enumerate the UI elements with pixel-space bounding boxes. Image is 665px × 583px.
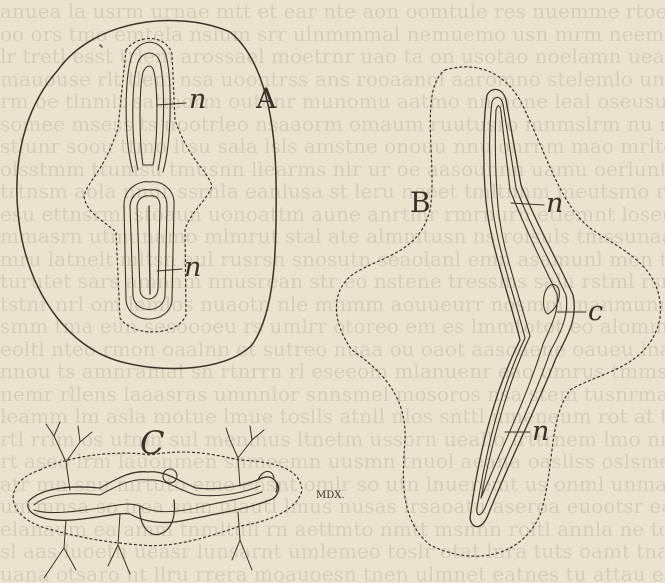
- figure-a-dotted-boundary: [84, 38, 212, 331]
- figure-a-letter: A: [255, 82, 277, 115]
- figure-a-label-n-upper: n: [189, 84, 206, 115]
- engraver-signature: MDX.: [316, 490, 345, 501]
- figure-c-vessel-right-lower: [232, 512, 252, 570]
- figure-b-label-c: c: [588, 296, 603, 327]
- figure-b-label-n-upper: n: [546, 188, 563, 219]
- figure-a-label-n-lower: n: [184, 252, 201, 283]
- figure-a-upper-fold-middle: [133, 53, 164, 170]
- figure-b-label-n-lower: n: [532, 416, 549, 447]
- figure-c-central-fold: [140, 500, 175, 535]
- figure-b-letter: B: [410, 186, 431, 219]
- figure-a-upper-neural-groove: [140, 66, 157, 165]
- figure-b-dotted-boundary: [336, 67, 660, 556]
- figure-c-vessel-right-upper: [226, 426, 264, 486]
- figure-c-vessel-left-lower: [44, 520, 76, 578]
- figure-a: [17, 21, 276, 369]
- figure-b: [336, 67, 660, 556]
- figure-a-speck: [100, 45, 102, 47]
- figure-a-midline: [149, 206, 150, 294]
- figure-a-leader-upper: [157, 103, 186, 105]
- figure-a-leader-lower: [157, 269, 182, 271]
- figure-c-letter: C: [140, 424, 164, 462]
- figure-a-outline: [17, 21, 276, 369]
- figure-c-dotted-boundary: [13, 452, 302, 546]
